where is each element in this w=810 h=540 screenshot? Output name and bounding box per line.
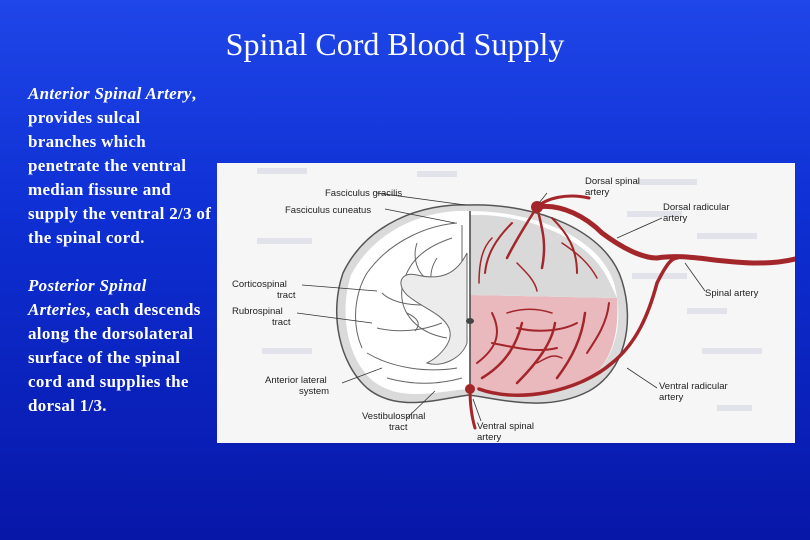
ventral-radicular-artery-label-line1: Ventral radicular bbox=[659, 381, 728, 392]
diagram-labels: Fasciculus gracilis Fasciculus cuneatus … bbox=[232, 176, 759, 443]
slide-title: Spinal Cord Blood Supply bbox=[225, 26, 565, 62]
ventral-radicular-artery-label-line2: artery bbox=[659, 392, 684, 403]
ventral-spinal-artery-label-line2: artery bbox=[477, 432, 502, 443]
ventral-spinal-artery-label-line1: Ventral spinal bbox=[477, 421, 534, 432]
rubrospinal-tract-label-line1: Rubrospinal bbox=[232, 306, 283, 317]
artery-network bbox=[468, 194, 795, 430]
left-gray-matter bbox=[400, 252, 468, 365]
dorsal-radicular-artery-label-line2: artery bbox=[663, 213, 688, 224]
dorsal-spinal-artery-label-line2: artery bbox=[585, 187, 610, 198]
anterior-lateral-system-label-line2: system bbox=[299, 386, 329, 397]
fasciculus-gracilis-label: Fasciculus gracilis bbox=[325, 188, 402, 199]
dorsal-spinal-artery-node bbox=[531, 201, 543, 213]
anterior-territory-fill bbox=[470, 295, 618, 395]
dorsal-radicular-artery-label-line1: Dorsal radicular bbox=[663, 202, 730, 213]
posterior-spinal-arteries-description: , each descends along the dorsolateral s… bbox=[28, 300, 201, 415]
corticospinal-tract-label-line2: tract bbox=[277, 290, 296, 301]
dorsal-spinal-artery-label-line1: Dorsal spinal bbox=[585, 176, 640, 187]
central-canal bbox=[466, 318, 474, 324]
anterior-lateral-system-label-line1: Anterior lateral bbox=[265, 375, 327, 386]
vestibulospinal-tract-label-line2: tract bbox=[389, 422, 408, 433]
spinal-cord-cross-section-svg: Fasciculus gracilis Fasciculus cuneatus … bbox=[232, 168, 795, 443]
anterior-spinal-artery-paragraph: Anterior Spinal Artery, provides sulcal … bbox=[28, 82, 213, 250]
vestibulospinal-tract-label-line1: Vestibulospinal bbox=[362, 411, 425, 422]
anterior-spinal-artery-term: Anterior Spinal Artery bbox=[28, 84, 192, 103]
rubrospinal-tract-label-line2: tract bbox=[272, 317, 291, 328]
corticospinal-tract-label-line1: Corticospinal bbox=[232, 279, 287, 290]
leader-lines bbox=[296, 192, 706, 422]
anterior-spinal-artery-description: , provides sulcal branches which penetra… bbox=[28, 84, 212, 247]
posterior-spinal-arteries-term: Posterior Spinal Arteries bbox=[28, 276, 147, 319]
spinal-artery-label: Spinal artery bbox=[705, 288, 759, 299]
fasciculus-cuneatus-label: Fasciculus cuneatus bbox=[285, 205, 371, 216]
ventral-spinal-artery-node bbox=[465, 384, 475, 394]
posterior-spinal-arteries-paragraph: Posterior Spinal Arteries, each descends… bbox=[28, 274, 213, 418]
spinal-cord-diagram: Fasciculus gracilis Fasciculus cuneatus … bbox=[217, 163, 795, 443]
text-column: Anterior Spinal Artery, provides sulcal … bbox=[28, 82, 213, 442]
